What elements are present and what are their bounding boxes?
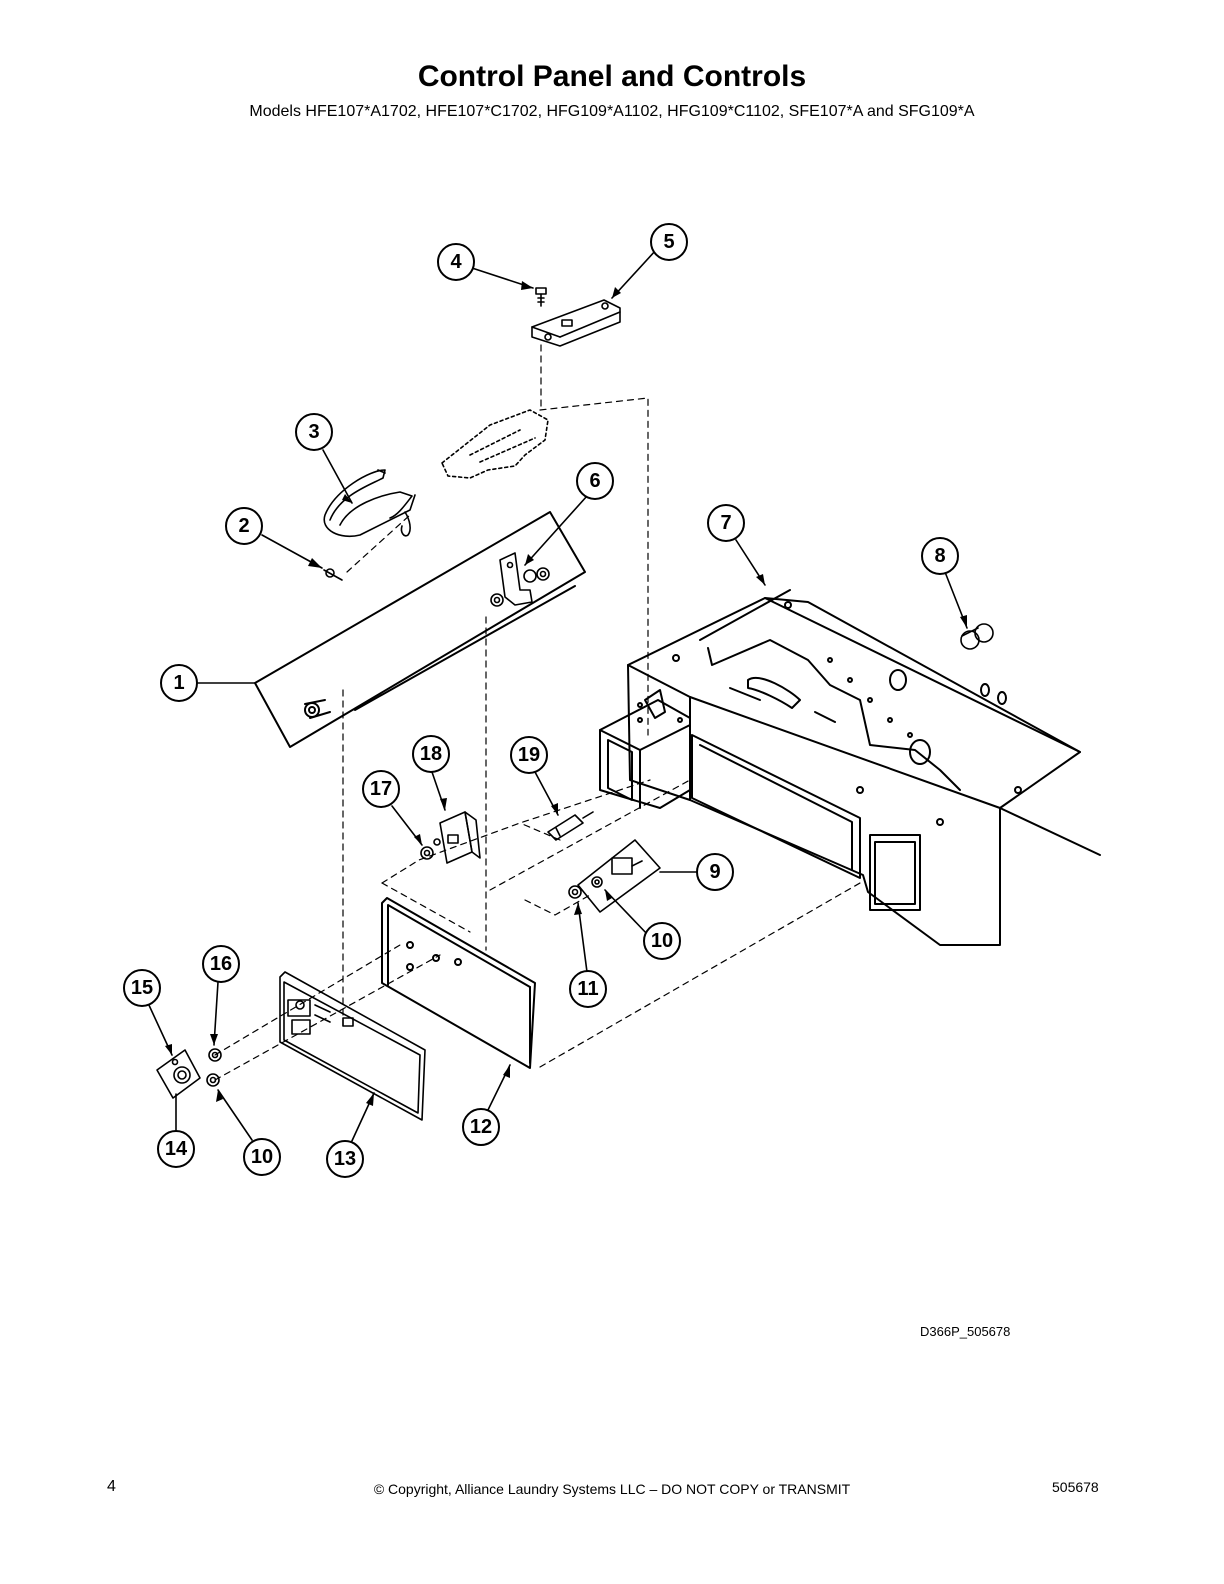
page-title: Control Panel and Controls <box>417 60 807 93</box>
part-1-console <box>254 511 586 748</box>
drawing-reference: D366P_505678 <box>920 1324 1011 1339</box>
svg-text:4: 4 <box>450 251 462 273</box>
svg-text:16: 16 <box>210 953 232 975</box>
part-7-cabinet <box>599 589 1101 946</box>
svg-text:6: 6 <box>589 470 600 492</box>
callout-17: 17 <box>362 770 400 808</box>
svg-text:19: 19 <box>518 744 540 766</box>
part-13-overlay <box>279 971 426 1121</box>
callout-8: 8 <box>921 537 959 575</box>
assembly-dashed-lines <box>214 344 861 1081</box>
svg-text:5: 5 <box>663 231 674 253</box>
callout-7: 7 <box>707 504 745 542</box>
part-9-switch <box>577 839 661 913</box>
part-3-clip <box>323 469 416 537</box>
svg-text:13: 13 <box>334 1148 356 1170</box>
part-6-bracket <box>490 552 550 607</box>
svg-text:3: 3 <box>308 421 319 443</box>
part-19-knob <box>547 811 594 841</box>
svg-text:15: 15 <box>131 977 153 999</box>
svg-text:9: 9 <box>709 861 720 883</box>
callout-2: 2 <box>225 507 263 545</box>
callout-19: 19 <box>510 736 548 774</box>
part-16-nut <box>208 1048 222 1062</box>
callout-9: 9 <box>696 853 734 891</box>
svg-text:11: 11 <box>577 978 598 1000</box>
callout-10-left: 10 <box>243 1138 281 1176</box>
part-14-knob <box>156 1049 201 1099</box>
wire-harness <box>441 409 549 479</box>
callout-5: 5 <box>650 223 688 261</box>
part-11-nut <box>568 885 582 899</box>
svg-text:7: 7 <box>720 512 731 534</box>
svg-text:10: 10 <box>251 1146 273 1168</box>
callout-15: 15 <box>123 969 161 1007</box>
callout-11: 11 <box>569 970 607 1008</box>
part-8-plug <box>960 623 994 650</box>
callout-1: 1 <box>160 664 198 702</box>
part-17-nut <box>420 846 434 860</box>
svg-text:2: 2 <box>238 515 249 537</box>
callout-18: 18 <box>412 735 450 773</box>
callout-4: 4 <box>437 243 475 281</box>
svg-text:10: 10 <box>651 930 673 952</box>
svg-text:8: 8 <box>934 545 945 567</box>
page-subtitle: Models HFE107*A1702, HFE107*C1702, HFG10… <box>249 103 975 120</box>
part-5-bracket <box>531 299 621 347</box>
document-number: 505678 <box>1052 1479 1099 1495</box>
svg-text:18: 18 <box>420 743 442 765</box>
leader-lines <box>147 249 968 1144</box>
arrowheads <box>165 281 967 1106</box>
callout-13: 13 <box>326 1140 364 1178</box>
svg-text:17: 17 <box>370 778 392 800</box>
page-number: 4 <box>107 1478 116 1495</box>
callout-10-right: 10 <box>643 922 681 960</box>
part-18-switch <box>433 811 481 864</box>
svg-text:1: 1 <box>173 672 184 694</box>
part-12-panel <box>381 897 536 1069</box>
part-10-nut-left <box>206 1073 220 1087</box>
callout-16: 16 <box>202 945 240 983</box>
svg-text:12: 12 <box>470 1116 492 1138</box>
part-4-screw <box>535 287 547 307</box>
copyright-notice: © Copyright, Alliance Laundry Systems LL… <box>373 1481 851 1497</box>
callout-14: 14 <box>157 1130 195 1168</box>
callout-6: 6 <box>576 462 614 500</box>
part-2-screw <box>323 568 343 581</box>
callout-3: 3 <box>295 413 333 451</box>
svg-text:14: 14 <box>165 1138 188 1160</box>
callout-12: 12 <box>462 1108 500 1146</box>
